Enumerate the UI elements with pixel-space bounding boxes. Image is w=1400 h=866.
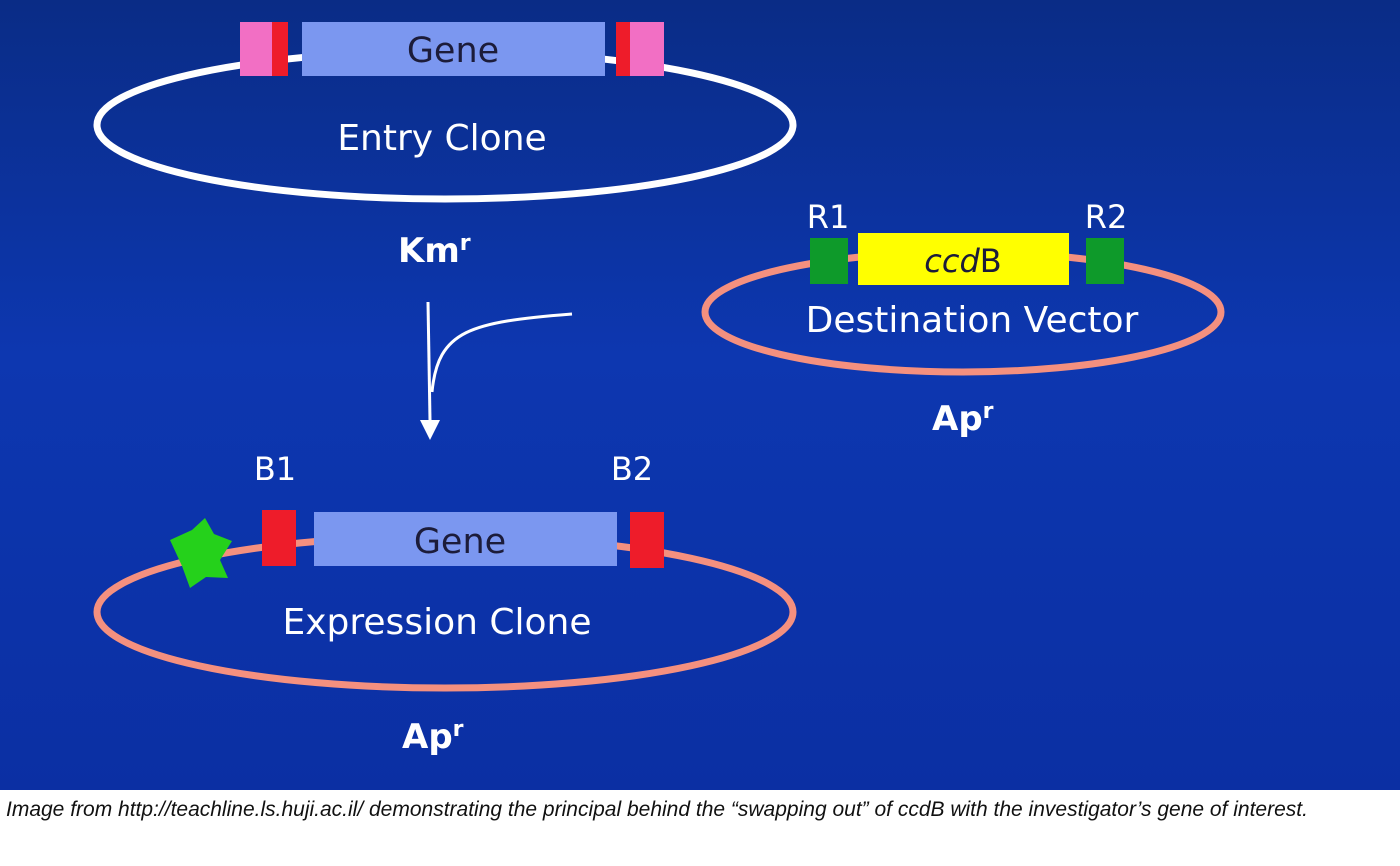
recombination-arrow-shaft [426, 301, 432, 421]
entry-right-att-site [630, 22, 664, 76]
entry-clone: Gene Entry Clone Kmr [93, 22, 797, 271]
expression-resistance-main: Ap [402, 717, 453, 757]
ccdb-label: ccdB [924, 242, 1001, 280]
entry-resistance-super: r [460, 231, 471, 256]
recombination-arrow [420, 301, 573, 440]
gateway-cloning-diagram: Gene Entry Clone Kmr R1 R2 ccdB [0, 0, 1400, 790]
destination-vector-resistance: Apr [932, 399, 994, 439]
expression-gene-label: Gene [414, 522, 506, 562]
expression-left-att-site [262, 510, 296, 566]
recombination-arrow-head [420, 420, 440, 440]
promoter-star-icon [170, 518, 232, 588]
destination-vector: R1 R2 ccdB Destination Vector Apr [701, 198, 1225, 439]
entry-resistance-main: Km [398, 231, 460, 271]
ccdb-cassette-box [858, 233, 1069, 285]
destination-resistance-super: r [983, 399, 994, 424]
entry-clone-resistance: Kmr [398, 231, 471, 271]
destination-right-site-label: R2 [1085, 198, 1128, 236]
expression-right-att-site [630, 512, 664, 568]
entry-clone-name: Entry Clone [337, 118, 546, 159]
destination-left-recombination-site [810, 238, 848, 284]
entry-right-att-site-red [616, 22, 632, 76]
entry-left-att-site-red [272, 22, 288, 76]
destination-left-site-label: R1 [807, 198, 850, 236]
expression-gene-box [314, 512, 617, 566]
entry-gene-label: Gene [407, 31, 499, 71]
expression-clone: B1 B2 Gene Expression Clone Apr [93, 450, 797, 757]
expression-resistance-super: r [453, 717, 464, 742]
joining-curve [430, 312, 573, 393]
expression-right-site-label: B2 [611, 450, 653, 488]
entry-left-att-site [240, 22, 274, 76]
expression-left-site-label: B1 [254, 450, 296, 488]
expression-clone-resistance: Apr [402, 717, 464, 757]
expression-clone-name: Expression Clone [283, 602, 592, 643]
destination-vector-name: Destination Vector [806, 300, 1139, 341]
entry-gene-box [302, 22, 605, 76]
diagram-canvas: Gene Entry Clone Kmr R1 R2 ccdB [93, 22, 1225, 757]
ccdb-label-plain: B [980, 242, 1002, 280]
figure-caption: Image from http://teachline.ls.huji.ac.i… [6, 798, 1308, 821]
destination-resistance-main: Ap [932, 399, 983, 439]
ccdb-label-italic: ccd [924, 242, 980, 280]
destination-right-recombination-site [1086, 238, 1124, 284]
